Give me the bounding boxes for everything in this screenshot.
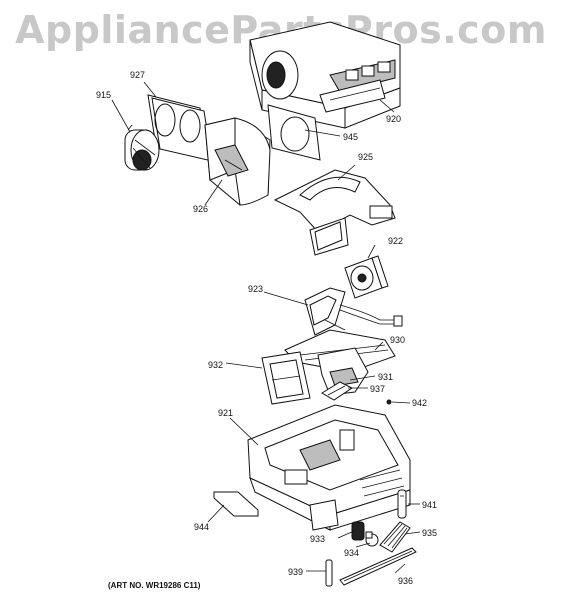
part-939-drawing <box>325 559 333 587</box>
part-932-drawing <box>261 351 311 405</box>
leader-lines <box>111 81 421 574</box>
label-936: 936 <box>398 576 413 586</box>
label-945: 945 <box>343 132 358 142</box>
label-944: 944 <box>194 522 209 532</box>
label-920: 920 <box>386 114 401 124</box>
art-number: (ART NO. WR19286 C11) <box>108 581 201 590</box>
part-926-drawing <box>204 117 271 206</box>
part-921-drawing <box>247 404 411 531</box>
label-934: 934 <box>344 548 359 558</box>
part-922-drawing <box>344 255 389 299</box>
part-942-drawing <box>386 399 392 405</box>
label-915: 915 <box>96 90 111 100</box>
part-labels: 920 927 915 945 926 925 922 923 930 932 … <box>96 70 437 586</box>
label-942: 942 <box>412 398 427 408</box>
label-925: 925 <box>358 152 373 162</box>
part-920-drawing <box>249 21 401 129</box>
label-923: 923 <box>248 284 263 294</box>
label-937: 937 <box>370 384 385 394</box>
part-933-drawing <box>351 521 365 541</box>
part-941-drawing <box>397 489 407 519</box>
label-927: 927 <box>130 70 145 80</box>
label-932: 932 <box>208 360 223 370</box>
label-922: 922 <box>388 236 403 246</box>
part-945-drawing <box>267 104 321 161</box>
part-923-drawing <box>304 287 403 336</box>
part-936-drawing <box>339 547 417 586</box>
part-944-drawing <box>213 491 259 517</box>
label-930: 930 <box>390 335 405 345</box>
label-933: 933 <box>310 534 325 544</box>
label-921: 921 <box>218 408 233 418</box>
part-935-drawing <box>379 521 411 553</box>
part-925-drawing <box>273 169 396 256</box>
part-931-drawing <box>317 347 369 396</box>
label-939: 939 <box>288 567 303 577</box>
label-931: 931 <box>378 372 393 382</box>
label-926: 926 <box>193 204 208 214</box>
label-935: 935 <box>422 528 437 538</box>
label-941: 941 <box>422 500 437 510</box>
part-927-drawing <box>147 94 213 162</box>
part-915-drawing <box>124 124 160 171</box>
